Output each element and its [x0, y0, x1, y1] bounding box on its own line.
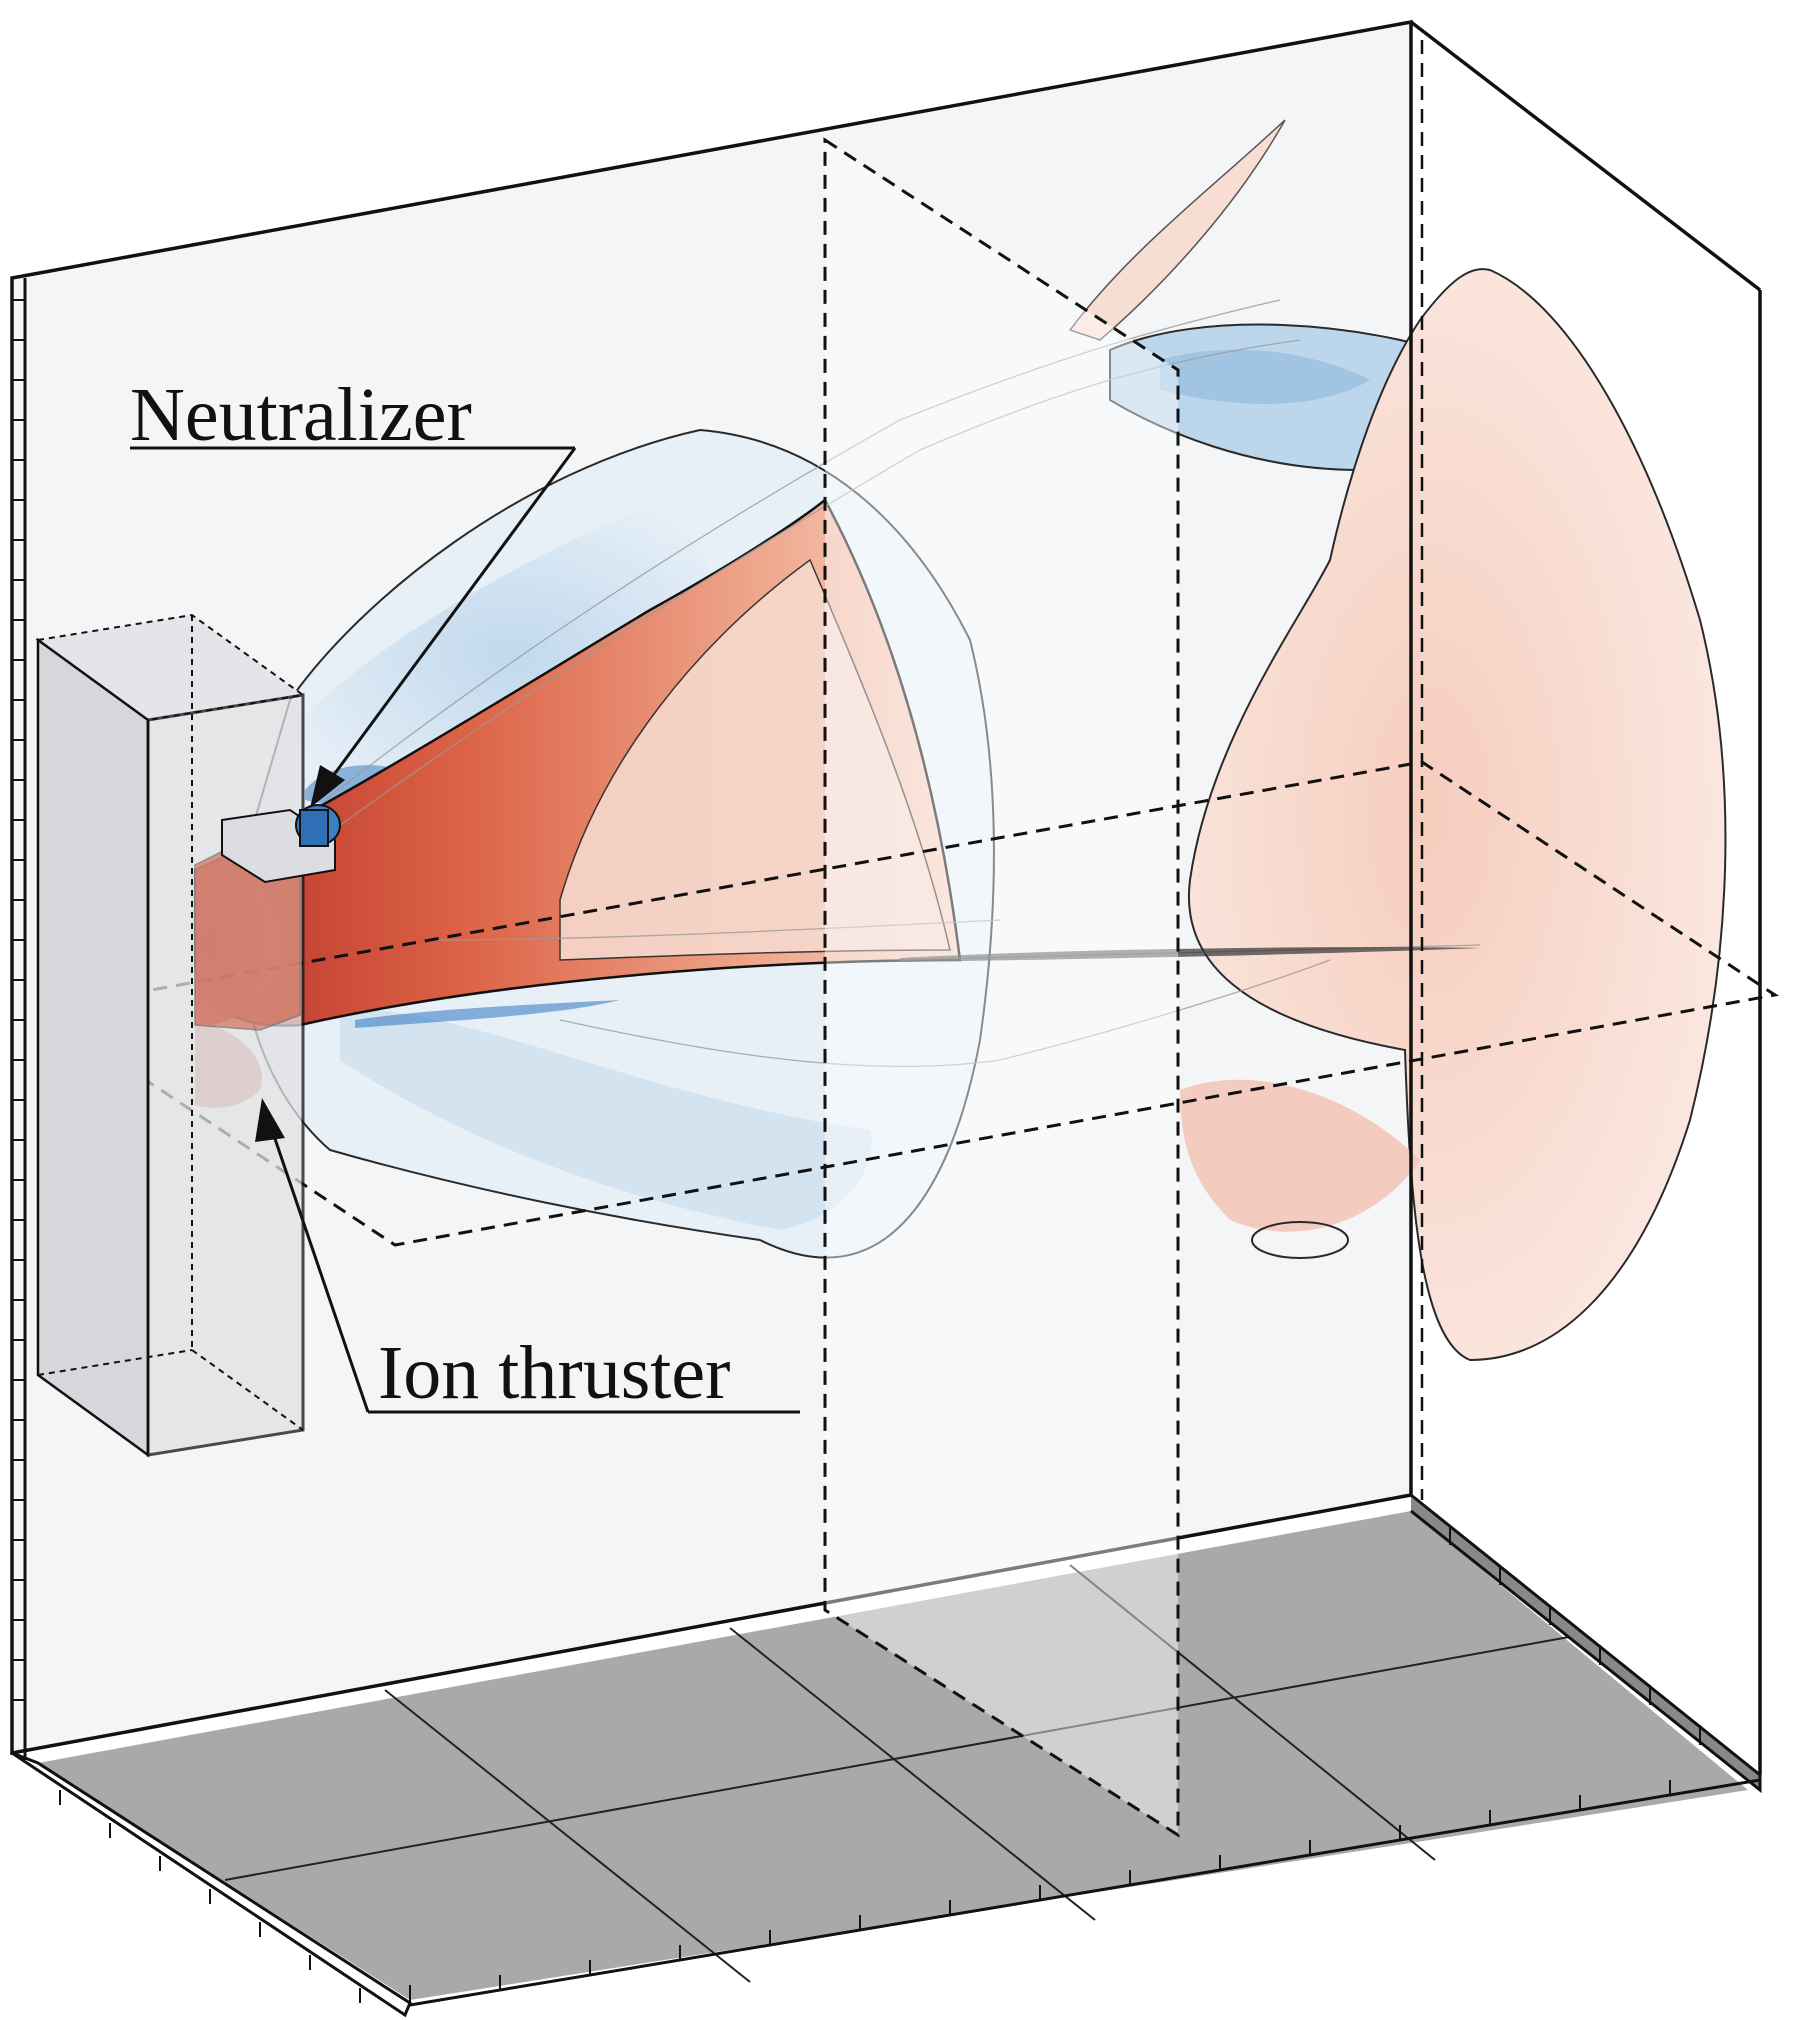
vertical-slice-plane — [825, 140, 1178, 1835]
back-wall-outline — [10, 19, 1413, 1756]
floor-grid — [224, 1564, 1581, 1983]
bottom-axis-ticks — [59, 1525, 1701, 2003]
front-edge-ticks — [409, 1780, 1671, 2005]
positive-far-field — [1068, 119, 1727, 1362]
neutralizer-arrowhead — [310, 765, 345, 808]
floor-right-edge — [1410, 1493, 1762, 1794]
ion-thruster-label: Ion thruster — [378, 1331, 730, 1415]
neutralizer-leader — [328, 447, 577, 781]
neutralizer-callout: Neutralizer — [130, 373, 577, 808]
front-bottom-edge — [409, 1778, 1761, 2007]
neutralizer-label: Neutralizer — [130, 373, 472, 457]
axial-streak — [900, 947, 1480, 962]
left-axis-ticks — [12, 299, 25, 1701]
neutralizer-device — [221, 804, 341, 884]
ion-thruster-callout: Ion thruster — [255, 1098, 800, 1415]
floor-gray — [38, 1511, 1748, 2000]
ion-thruster-arrowhead — [255, 1098, 285, 1142]
ion-thruster-box — [35, 613, 306, 1458]
vertical-slice-outline — [823, 137, 1180, 1838]
ion-thruster-leader — [270, 1129, 370, 1413]
right-wall-top-edge — [1409, 20, 1762, 292]
